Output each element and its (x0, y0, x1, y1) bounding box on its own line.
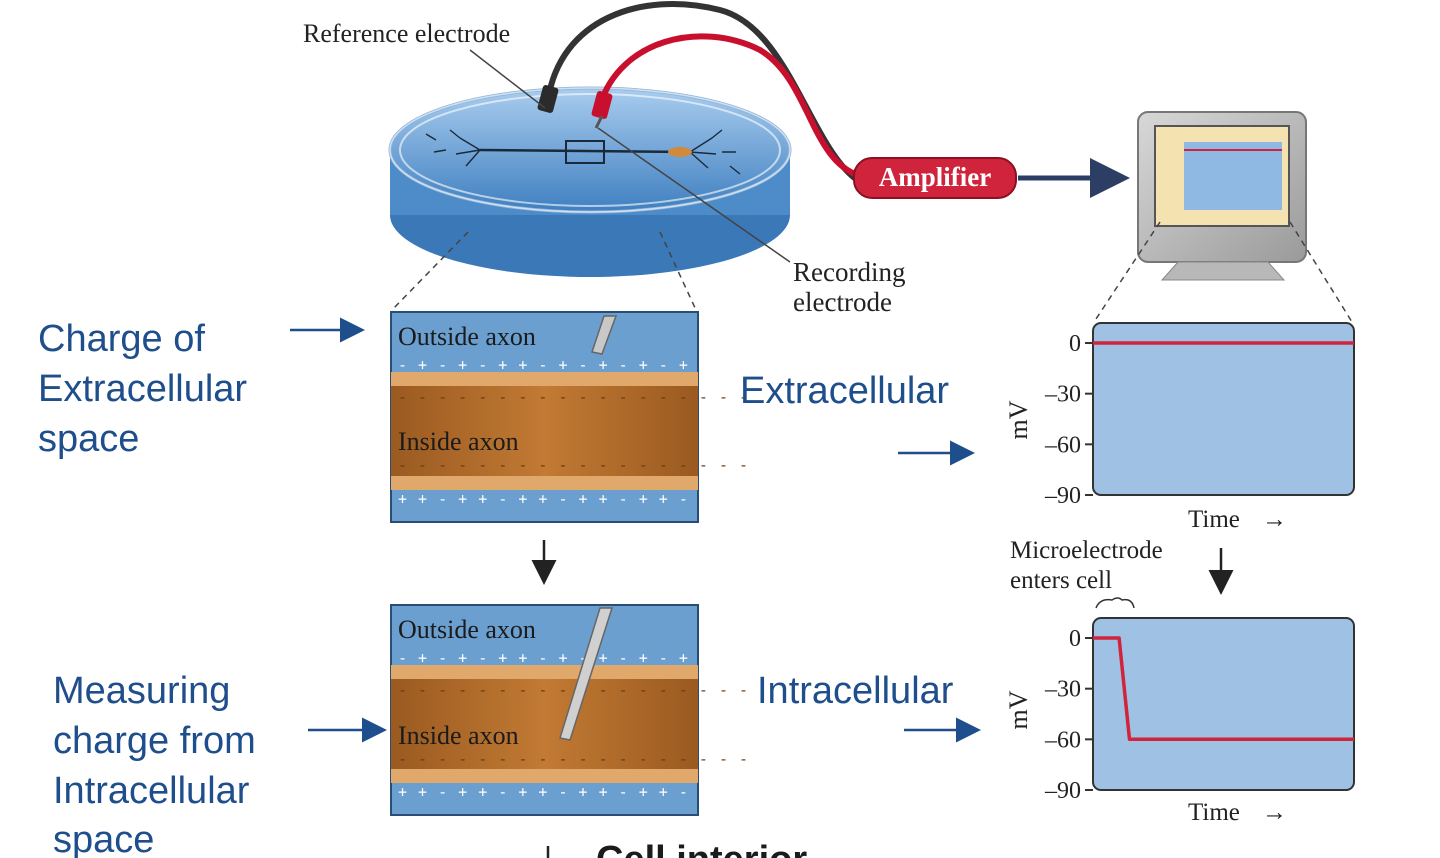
recording-electrode-label-line2: electrode (793, 287, 892, 317)
reference-electrode-label: Reference electrode (303, 19, 510, 48)
inner-negative-row-top: - - - - - - - - - - - - - - - - - - (398, 388, 749, 406)
graph2-voltage-trace (1093, 636, 1354, 742)
microelectrode-annotation-line1: Microelectrode (1010, 537, 1163, 564)
left-label-top: Charge of Extracellular space (38, 318, 247, 460)
amplifier-label: Amplifier (879, 162, 991, 192)
inner-negative-row-bottom: - - - - - - - - - - - - - - - - - - (398, 456, 749, 474)
graph2-tick-label: 0 (1069, 626, 1081, 652)
left-label-bottom: Measuring charge from Intracellular spac… (53, 670, 256, 858)
annotation-brace (1095, 597, 1135, 609)
graph1-y-ticks: 0 –30 –60 –90 (1044, 331, 1093, 509)
extracellular-label: Extracellular (740, 370, 949, 412)
inner-negative-row-top-2: - - - - - - - - - - - - - - - - - - (398, 681, 749, 699)
graph2-x-arrow: → (1262, 799, 1287, 826)
graph1-tick-label: 0 (1069, 331, 1081, 357)
outside-charge-row-bottom: + + - + + - + + - + + - + + - + + - (398, 490, 749, 508)
outside-charge-row-2: - + - + - + + - + - + - + - + - + (398, 649, 729, 667)
outside-charge-row: - + - + - + + - + - + - + - + - + (398, 356, 729, 374)
graph1-x-label: Time (1188, 506, 1240, 533)
intracellular-label: Intracellular (757, 670, 954, 712)
left-label-bottom-line1: Measuring (53, 670, 230, 712)
zoom-lines (391, 221, 1353, 323)
graph1-plot-area (1092, 322, 1355, 496)
inner-negative-row-bottom-2: - - - - - - - - - - - - - - - - - - (398, 750, 749, 768)
graph2-tick-label: –60 (1044, 727, 1081, 753)
amplifier-box: Amplifier (853, 157, 1017, 199)
left-label-top-line1: Charge of (38, 318, 205, 360)
graph2-x-label: Time (1188, 799, 1240, 826)
graph1-tick-label: –30 (1044, 382, 1081, 408)
graph1-tick-label: –60 (1044, 432, 1081, 458)
left-label-top-line2: Extracellular (38, 368, 247, 410)
reference-leader-line (469, 49, 546, 109)
graph2-y-unit: mV (1004, 690, 1033, 729)
left-label-top-line3: space (38, 418, 139, 460)
electrode-tip-outside (591, 315, 618, 355)
graph2-plot-area (1092, 617, 1355, 791)
graph2-tick-label: –30 (1044, 677, 1081, 703)
left-label-bottom-line4: space (53, 819, 154, 858)
neuron-illustration (425, 129, 741, 175)
left-label-bottom-line3: Intracellular (53, 770, 250, 812)
graph2-y-ticks: 0 –30 –60 –90 (1044, 626, 1093, 804)
left-label-bottom-line2: charge from (53, 720, 256, 762)
bottom-cut-text: Cell interior (596, 839, 807, 858)
extracellular-voltage-graph: 0 –30 –60 –90 mV Time → (1004, 322, 1355, 533)
microelectrode-annotation-line2: enters cell (1010, 567, 1112, 594)
graph1-tick-label: –90 (1044, 483, 1081, 509)
axon-panel-extracellular: Outside axon - + - + - + + - + - + - + -… (390, 311, 749, 523)
outside-axon-label: Outside axon (398, 322, 536, 351)
axon-panel-intracellular: Outside axon - + - + - + + - + - + - + -… (390, 604, 749, 816)
graph2-trace-group (1093, 636, 1354, 742)
graph1-x-arrow: → (1262, 506, 1287, 533)
recording-leader-line (597, 127, 791, 263)
outside-charge-row-bottom-2: + + - + + - + + - + + - + + - + + - (398, 783, 749, 801)
inside-axon-label-2: Inside axon (398, 721, 519, 750)
graph2-tick-label: –90 (1044, 778, 1081, 804)
inside-axon-label: Inside axon (398, 427, 519, 456)
monitor-icon (1137, 111, 1307, 281)
electrode-tip-inside (559, 607, 614, 741)
intracellular-voltage-graph: 0 –30 –60 –90 mV Time → (1004, 617, 1355, 826)
outside-axon-label-2: Outside axon (398, 615, 536, 644)
graph1-y-unit: mV (1004, 400, 1033, 439)
petri-dish (388, 86, 792, 277)
recording-electrode-label-line1: Recording (793, 257, 905, 287)
